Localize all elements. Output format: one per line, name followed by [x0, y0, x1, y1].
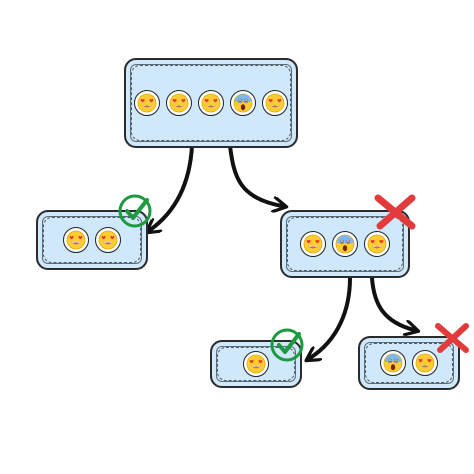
heart-eyes-icon	[134, 90, 160, 116]
check-icon-left	[118, 194, 152, 228]
heart-eyes-icon	[166, 90, 192, 116]
heart-eyes-icon	[95, 227, 121, 253]
screaming-face-icon	[230, 90, 256, 116]
heart-eyes-icon	[364, 231, 390, 257]
heart-eyes-icon	[63, 227, 89, 253]
heart-eyes-icon	[243, 351, 269, 377]
screaming-face-icon	[380, 350, 406, 376]
edge-root-left	[150, 144, 194, 230]
screaming-face-icon	[332, 231, 358, 257]
heart-eyes-icon	[198, 90, 224, 116]
cross-icon-right	[374, 194, 416, 230]
node-root	[124, 58, 298, 148]
check-icon-right-left	[270, 328, 304, 362]
node-right-left	[210, 340, 302, 388]
heart-eyes-icon	[300, 231, 326, 257]
node-left	[36, 210, 148, 270]
heart-eyes-icon	[412, 350, 438, 376]
heart-eyes-icon	[262, 90, 288, 116]
edge-right-rr	[370, 276, 414, 330]
cross-icon-right-right	[435, 323, 469, 353]
edge-root-right	[228, 144, 282, 206]
edge-right-rl	[310, 276, 352, 358]
